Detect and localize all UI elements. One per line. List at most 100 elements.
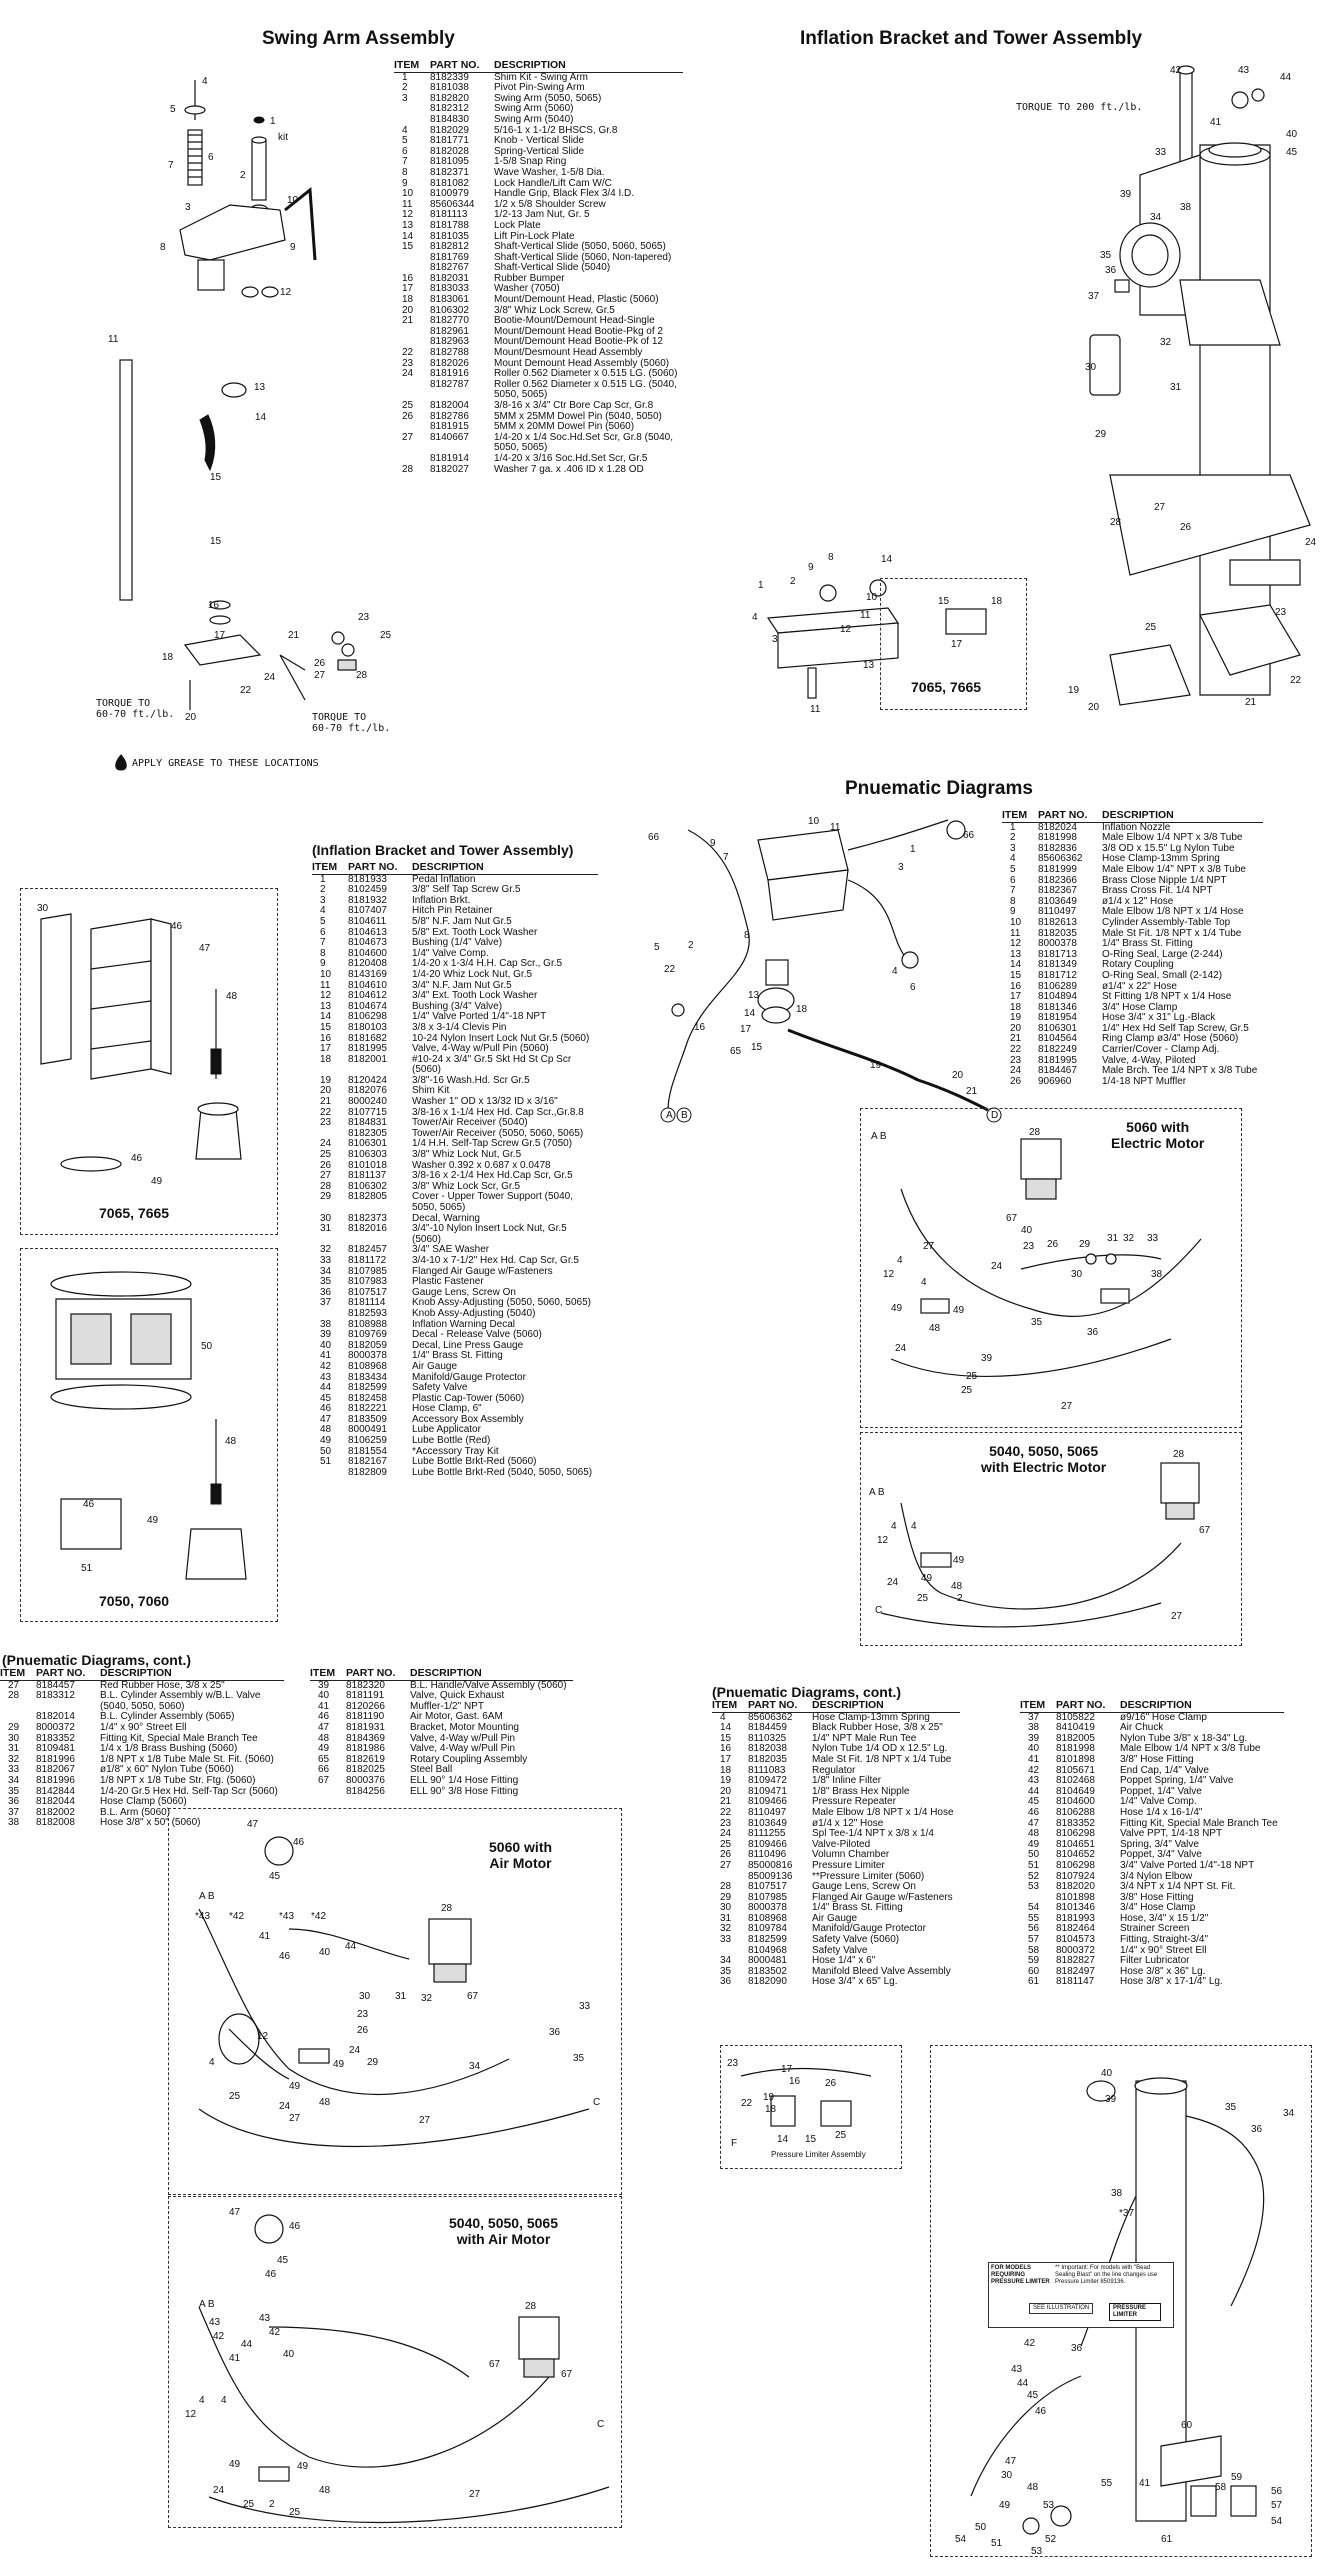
part-description: Lube Bottle (Red) [412, 1435, 491, 1447]
svg-text:23: 23 [727, 2058, 739, 2069]
part-description: Valve-Piloted [812, 1838, 871, 1850]
part-description: (5040, 5050, 5060) [100, 1700, 185, 1712]
part-description: 1/4-20 x 3/16 Soc.Hd.Set Scr, Gr.5 [494, 452, 648, 464]
part-description: Hose 1/4 x 16-1/4" [1120, 1806, 1203, 1818]
svg-text:26: 26 [825, 2078, 837, 2089]
swing-arm-title: Swing Arm Assembly [262, 28, 455, 49]
part-description: Manifold/Gauge Protector [812, 1923, 926, 1935]
svg-text:14: 14 [777, 2134, 789, 2145]
svg-text:47: 47 [229, 2207, 241, 2218]
part-description: 3/8" Hose Fitting [1120, 1891, 1194, 1903]
part-item: 45 [1028, 1796, 1040, 1808]
part-item: 27 [402, 431, 414, 443]
part-number: 8182027 [430, 463, 469, 475]
pressure-limiter-label: PRESSURE LIMITER [1109, 2303, 1161, 2321]
part-number: 8104651 [1056, 1838, 1095, 1850]
svg-text:46: 46 [279, 1951, 291, 1962]
part-item: 45 [320, 1392, 332, 1404]
part-item: 28 [8, 1690, 20, 1702]
svg-text:16: 16 [789, 2076, 801, 2087]
svg-text:27: 27 [923, 1241, 935, 1252]
part-number: 8000240 [348, 1096, 387, 1108]
part-number: 8182014 [36, 1711, 75, 1723]
svg-text:35: 35 [1100, 250, 1112, 261]
part-item: 36 [320, 1286, 332, 1298]
part-number: 8182067 [36, 1764, 75, 1776]
part-item: 23 [320, 1117, 332, 1129]
part-description: Bracket, Motor Mounting [410, 1721, 519, 1733]
part-number: 8182367 [1038, 885, 1077, 897]
pneu-cont-left-title: (Pnuematic Diagrams, cont.) [2, 1652, 192, 1668]
part-description: Rotary Coupling Assembly [410, 1753, 528, 1765]
part-description: 1/4 x 1/8 Brass Bushing (5060) [100, 1743, 238, 1755]
svg-text:24: 24 [887, 1577, 899, 1588]
svg-text:67: 67 [561, 2369, 573, 2380]
part-description: Hose Clamp-13mm Spring [1102, 853, 1220, 865]
part-description: Gauge Lens, Screw On [812, 1881, 916, 1893]
part-number: 8181035 [430, 230, 469, 242]
part-item: 6 [320, 926, 326, 938]
svg-text:13: 13 [748, 990, 760, 1001]
part-description: 1/4-20 Whiz Lock Nut, Gr.5 [412, 968, 533, 980]
svg-text:27: 27 [1061, 1401, 1073, 1412]
svg-text:47: 47 [1005, 2456, 1017, 2467]
svg-text:36: 36 [1087, 1327, 1099, 1338]
svg-text:58: 58 [1215, 2482, 1227, 2493]
part-item: 7 [320, 937, 326, 949]
svg-text:43: 43 [1238, 65, 1250, 76]
svg-text:26: 26 [1047, 1239, 1059, 1250]
part-description: Lift Pin-Lock Plate [494, 230, 575, 242]
part-number: 8182031 [430, 272, 469, 284]
see-illustration-label: SEE ILLUSTRATION [1029, 2303, 1094, 2314]
part-number: 8142844 [36, 1785, 75, 1797]
part-item: 51 [1028, 1859, 1040, 1871]
part-description: Knob - Vertical Slide [494, 135, 585, 147]
svg-text:41: 41 [1139, 2478, 1151, 2489]
svg-text:23: 23 [1023, 1241, 1035, 1252]
part-description: Mount/Desmount Head Assembly [494, 347, 643, 359]
part-number: 8181346 [1038, 1001, 1077, 1013]
part-row: (5060) [312, 1065, 598, 1076]
part-item [312, 1203, 348, 1214]
part-number: 8182026 [430, 357, 469, 369]
svg-text:21: 21 [1245, 697, 1257, 708]
svg-text:7: 7 [168, 160, 174, 171]
part-description: Inflation Nozzle [1102, 821, 1171, 833]
part-number: 8182366 [1038, 874, 1077, 886]
part-description: Knob Assy-Adjusting (5050, 5060, 5065) [412, 1297, 592, 1309]
part-description: Spring, 3/4" Valve [1120, 1838, 1199, 1850]
svg-text:24: 24 [349, 2045, 361, 2056]
part-number: 8104673 [348, 937, 387, 949]
part-number: 8184256 [346, 1785, 385, 1797]
part-number: 8120424 [348, 1074, 387, 1086]
part-description: 1/4" Hex Hd Self Tap Screw, Gr.5 [1102, 1022, 1249, 1034]
part-number: 8107517 [348, 1286, 387, 1298]
part-description: Inflation Brkt. [412, 894, 471, 906]
torque-note-a: TORQUE TO 60-70 ft./lb. [96, 698, 175, 720]
svg-text:42: 42 [213, 2331, 225, 2342]
svg-text:57: 57 [1271, 2500, 1283, 2511]
part-description: 1/4" Valve Comp. [412, 947, 489, 959]
svg-text:43: 43 [259, 2313, 271, 2324]
svg-text:45: 45 [1027, 2390, 1039, 2401]
part-number: 8181932 [348, 894, 387, 906]
part-number: 8182497 [1056, 1965, 1095, 1977]
part-description: End Cap, 1/4" Valve [1120, 1764, 1209, 1776]
